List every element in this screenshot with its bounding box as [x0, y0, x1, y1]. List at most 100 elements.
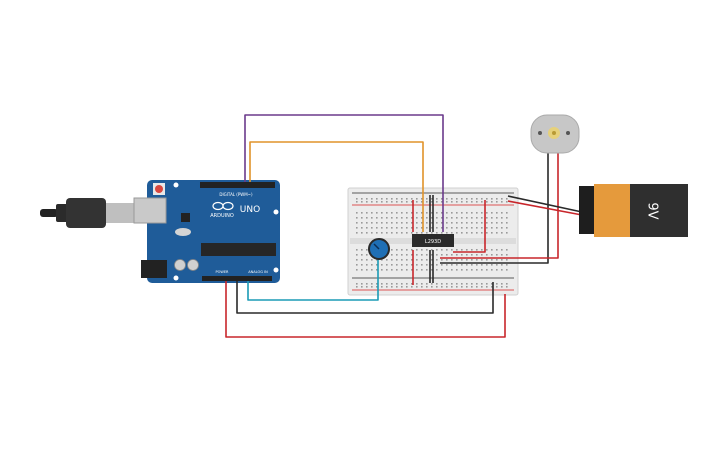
breadboard-hole — [416, 249, 418, 251]
breadboard-hole — [376, 264, 378, 266]
breadboard-hole — [381, 286, 383, 288]
breadboard-hole — [481, 201, 483, 203]
breadboard-hole — [386, 227, 388, 229]
breadboard-hole — [431, 212, 433, 214]
breadboard-hole — [401, 201, 403, 203]
breadboard-hole — [491, 283, 493, 285]
breadboard-hole — [361, 286, 363, 288]
red-power-wire[interactable] — [225, 281, 506, 338]
battery-wire-black[interactable] — [507, 195, 583, 213]
breadboard-hole — [446, 254, 448, 256]
breadboard-hole — [371, 232, 373, 234]
power-analog-header[interactable] — [202, 276, 272, 281]
breadboard-hole — [436, 269, 438, 271]
breadboard-hole — [491, 198, 493, 200]
breadboard-hole — [471, 264, 473, 266]
breadboard-hole — [446, 249, 448, 251]
breadboard-hole — [386, 217, 388, 219]
breadboard-hole — [421, 254, 423, 256]
breadboard-hole — [461, 227, 463, 229]
breadboard-hole — [361, 264, 363, 266]
breadboard-hole — [386, 201, 388, 203]
breadboard-hole — [491, 232, 493, 234]
breadboard-hole — [486, 249, 488, 251]
breadboard-hole — [466, 198, 468, 200]
mount-hole — [173, 275, 179, 281]
breadboard-hole — [421, 201, 423, 203]
ic-body — [412, 234, 454, 247]
breadboard-hole — [426, 227, 428, 229]
breadboard-hole — [411, 259, 413, 261]
breadboard-hole — [471, 269, 473, 271]
breadboard-hole — [446, 227, 448, 229]
breadboard-hole — [416, 222, 418, 224]
motor-wire-black[interactable] — [440, 152, 549, 264]
breadboard-hole — [461, 232, 463, 234]
breadboard-hole — [426, 212, 428, 214]
breadboard-hole — [451, 269, 453, 271]
analog-header-label: ANALOG IN — [248, 270, 268, 274]
breadboard-hole — [371, 259, 373, 261]
breadboard-hole — [376, 222, 378, 224]
breadboard-hole — [441, 254, 443, 256]
breadboard-hole — [391, 232, 393, 234]
breadboard-hole — [481, 269, 483, 271]
breadboard-hole — [391, 212, 393, 214]
breadboard-hole — [376, 217, 378, 219]
breadboard-hole — [396, 217, 398, 219]
reset-button[interactable] — [155, 185, 163, 193]
potentiometer[interactable] — [368, 238, 390, 260]
breadboard-hole — [401, 249, 403, 251]
breadboard-hole — [366, 264, 368, 266]
breadboard-hole — [411, 222, 413, 224]
jumper-red-3[interactable] — [453, 200, 486, 253]
breadboard-hole — [446, 269, 448, 271]
usb-cable[interactable] — [40, 198, 134, 228]
breadboard-hole — [411, 217, 413, 219]
arduino-uno-board[interactable]: DIGITAL (PWM~) ARDUINO UNO POWER ANALOG … — [133, 180, 280, 283]
breadboard-hole — [476, 249, 478, 251]
infinity-logo-right — [222, 201, 234, 211]
breadboard-hole — [356, 201, 358, 203]
teal-wire[interactable] — [247, 258, 379, 301]
breadboard-hole — [486, 269, 488, 271]
battery-9v[interactable]: 9V — [579, 184, 688, 237]
breadboard-hole — [401, 269, 403, 271]
breadboard-hole — [456, 286, 458, 288]
breadboard-hole — [486, 283, 488, 285]
breadboard-hole — [406, 198, 408, 200]
breadboard-hole — [356, 198, 358, 200]
battery-wire-red[interactable] — [507, 200, 583, 216]
breadboard-hole — [396, 269, 398, 271]
breadboard-hole — [421, 227, 423, 229]
breadboard-hole — [406, 227, 408, 229]
breadboard-hole — [376, 283, 378, 285]
breadboard-hole — [506, 232, 508, 234]
breadboard-hole — [461, 286, 463, 288]
orange-wire[interactable] — [249, 141, 424, 232]
black-ground-wire[interactable] — [236, 281, 494, 314]
motor-wire-red[interactable] — [440, 152, 559, 259]
breadboard-hole — [436, 227, 438, 229]
breadboard-hole — [406, 249, 408, 251]
breadboard-hole — [436, 259, 438, 261]
breadboard-hole — [396, 201, 398, 203]
breadboard-hole — [416, 201, 418, 203]
breadboard-hole — [401, 222, 403, 224]
breadboard-hole — [501, 259, 503, 261]
breadboard-hole — [421, 264, 423, 266]
breadboard-hole — [476, 232, 478, 234]
breadboard-hole — [431, 222, 433, 224]
breadboard-hole — [391, 254, 393, 256]
breadboard-hole — [486, 222, 488, 224]
breadboard-hole — [376, 259, 378, 261]
breadboard-hole — [406, 269, 408, 271]
l293d-driver-ic[interactable]: L293D — [412, 234, 454, 247]
breadboard-hole — [476, 254, 478, 256]
breadboard-hole — [451, 217, 453, 219]
breadboard-hole — [456, 222, 458, 224]
digital-header[interactable] — [200, 182, 275, 188]
purple-wire[interactable] — [244, 114, 444, 232]
dc-motor[interactable] — [530, 114, 580, 154]
